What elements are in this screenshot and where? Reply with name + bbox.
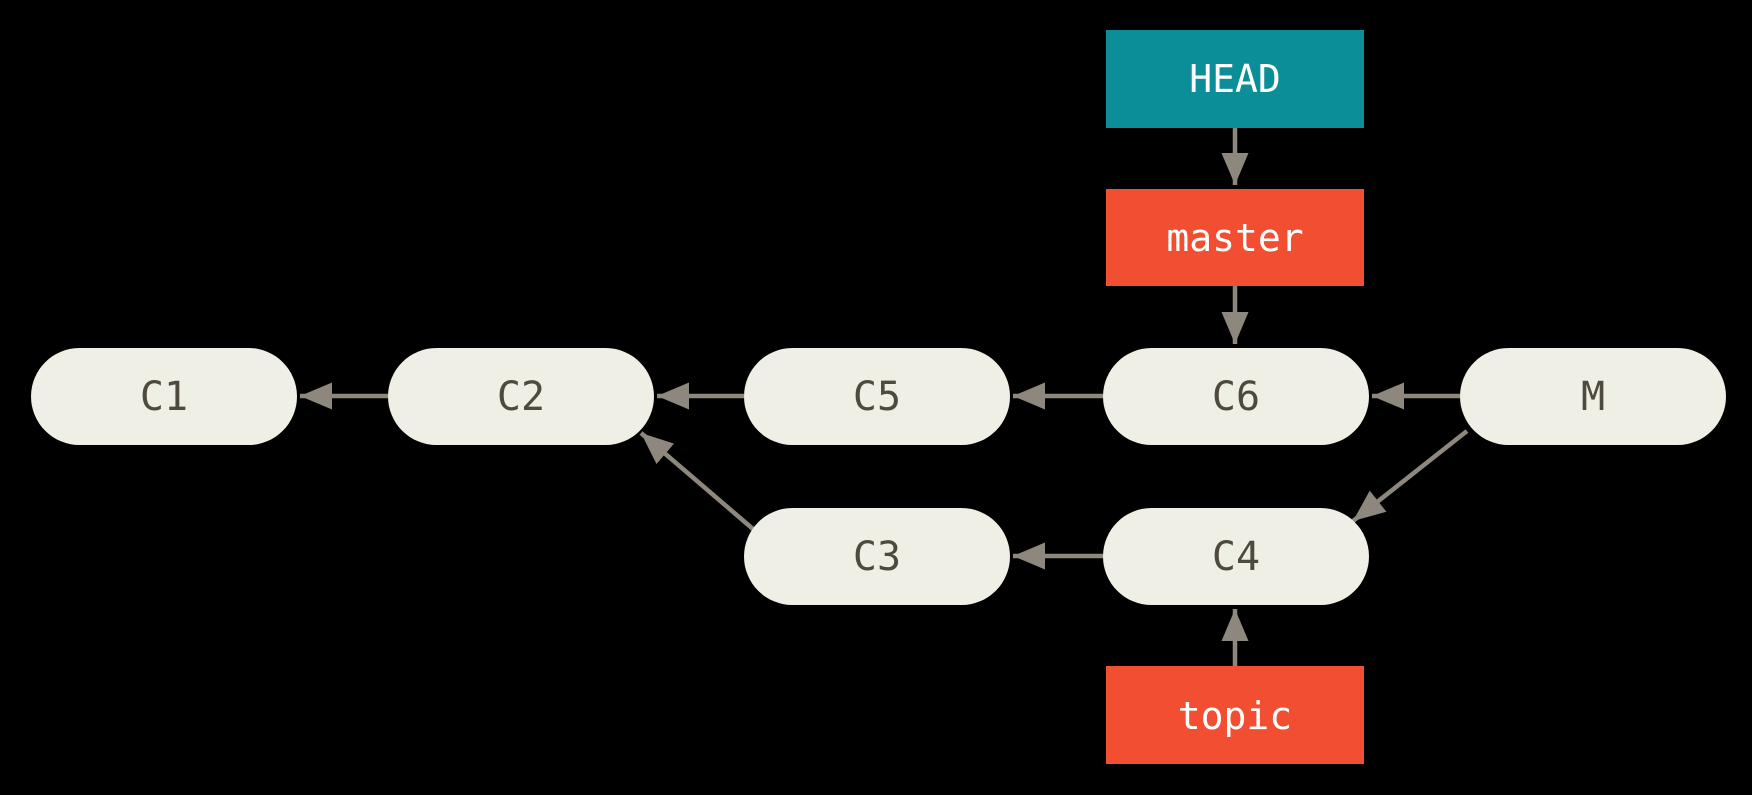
topic-label: topic bbox=[1178, 694, 1292, 738]
commit-m-label: M bbox=[1581, 374, 1605, 420]
commit-c4-pill bbox=[1103, 508, 1369, 605]
ref-head: HEAD bbox=[1106, 30, 1364, 128]
head-label: HEAD bbox=[1189, 57, 1281, 101]
edge-c3-to-c2 bbox=[639, 431, 755, 531]
commit-m: M bbox=[1460, 348, 1726, 445]
commit-c2: C2 bbox=[388, 348, 654, 445]
master-label: master bbox=[1166, 216, 1303, 260]
ref-topic: topic bbox=[1106, 666, 1364, 764]
commit-c3-pill bbox=[744, 508, 1010, 605]
ref-master: master bbox=[1106, 189, 1364, 286]
commit-c2-label: C2 bbox=[497, 374, 545, 420]
commit-c5-label: C5 bbox=[853, 374, 901, 420]
commit-c3: C3 bbox=[744, 508, 1010, 605]
edges-layer bbox=[300, 128, 1469, 666]
edge-m-to-c4 bbox=[1351, 429, 1469, 523]
commit-c2-pill bbox=[388, 348, 654, 445]
commit-m-pill bbox=[1460, 348, 1726, 445]
commit-c1-pill bbox=[31, 348, 297, 445]
commit-c5: C5 bbox=[744, 348, 1010, 445]
topic-box bbox=[1106, 666, 1364, 764]
head-box bbox=[1106, 30, 1364, 128]
commit-c4-label: C4 bbox=[1212, 534, 1260, 580]
commit-c1-label: C1 bbox=[140, 374, 188, 420]
commit-c4: C4 bbox=[1103, 508, 1369, 605]
commit-c5-pill bbox=[744, 348, 1010, 445]
commit-c6-label: C6 bbox=[1212, 374, 1260, 420]
commit-c1: C1 bbox=[31, 348, 297, 445]
commit-c6: C6 bbox=[1103, 348, 1369, 445]
commit-c6-pill bbox=[1103, 348, 1369, 445]
master-box bbox=[1106, 189, 1364, 286]
commit-c3-label: C3 bbox=[853, 534, 901, 580]
